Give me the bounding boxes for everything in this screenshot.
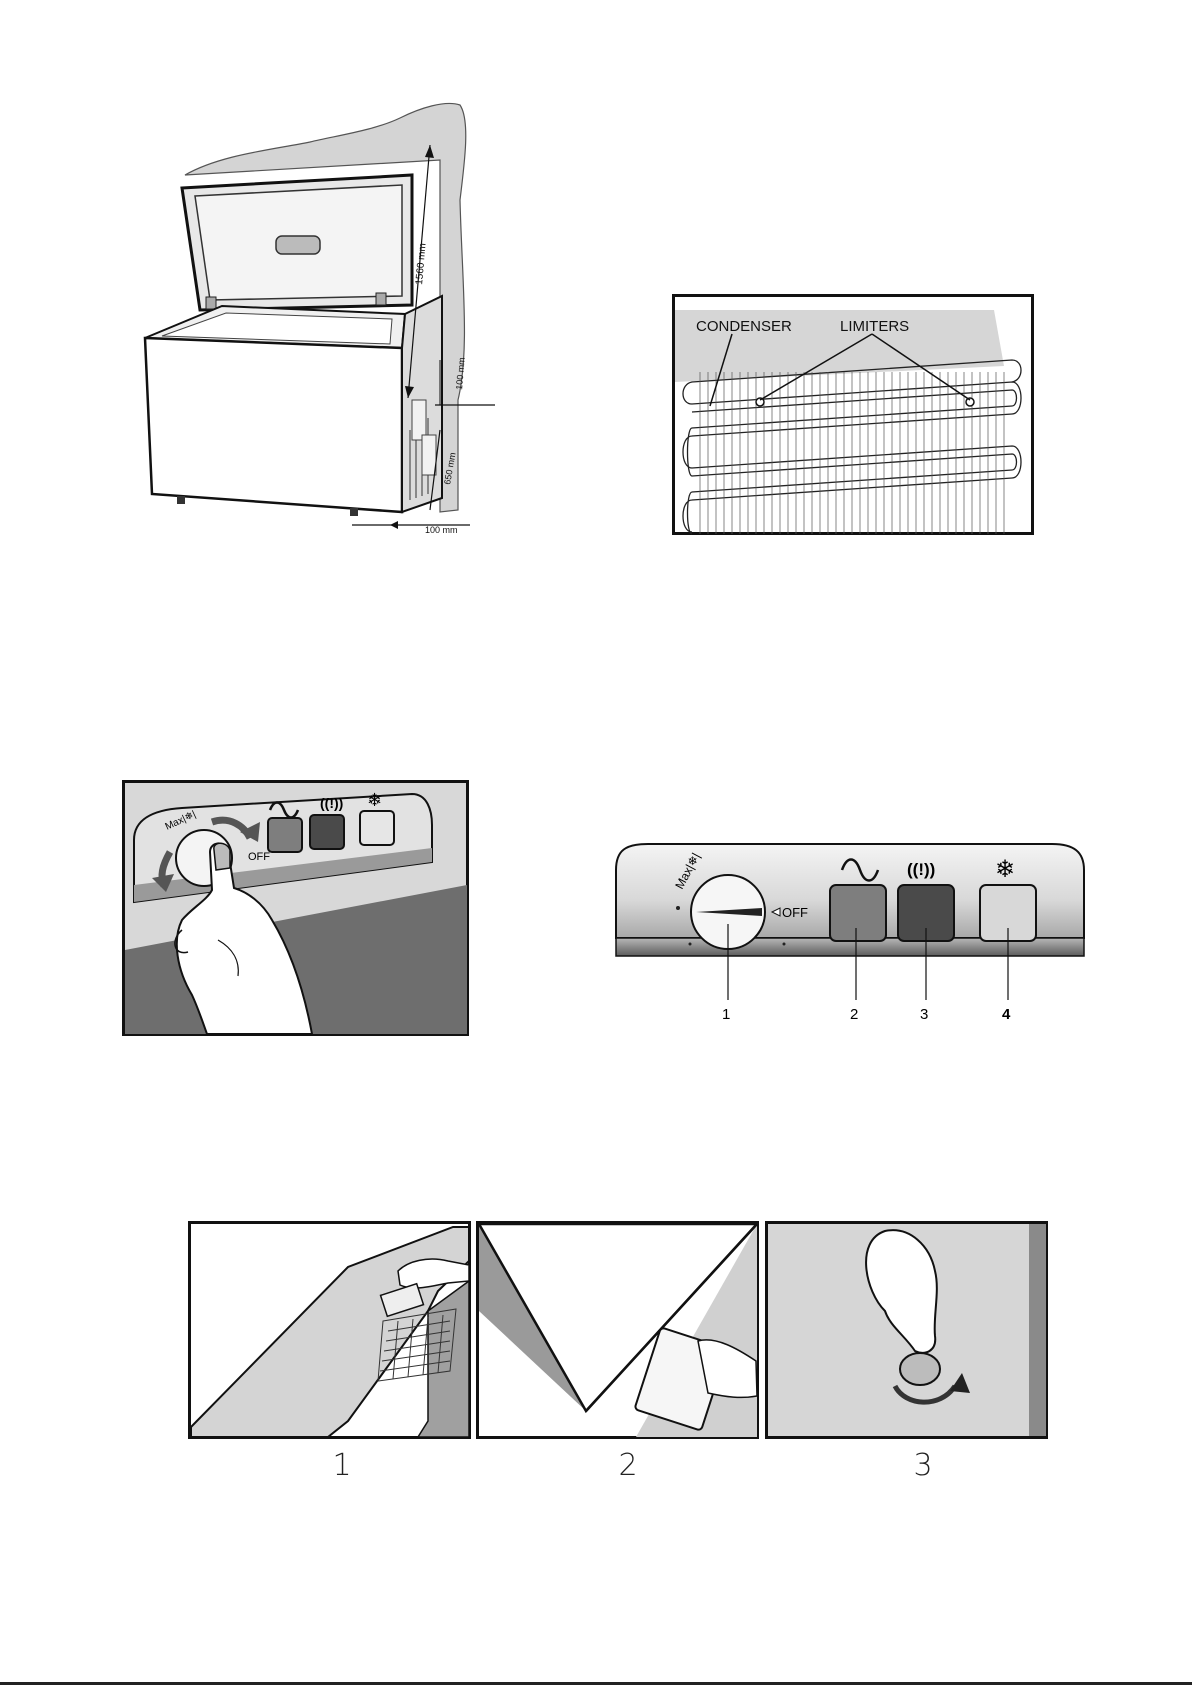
step-3-figure	[765, 1221, 1048, 1439]
snowflake-icon: ❄	[367, 790, 382, 810]
top-gap-label: 100 mm	[454, 357, 467, 390]
condenser-label: CONDENSER	[696, 318, 792, 335]
control-panel-figure: Max|❄| OFF ((!)) ❄ 1 2 3 4	[612, 840, 1088, 1026]
bottom-gap-label: 100 mm	[425, 525, 458, 535]
step-2-label: 2	[608, 1448, 648, 1483]
step-2-figure	[476, 1221, 759, 1439]
height-dimension-label: 1560 mm	[414, 243, 429, 285]
limiters-label: LIMITERS	[840, 318, 909, 335]
callout-4: 4	[1002, 1006, 1011, 1023]
alarm-icon: ((!))	[907, 860, 935, 879]
callout-2: 2	[850, 1006, 858, 1023]
power-lamp-large	[830, 885, 886, 941]
condenser-figure: CONDENSER LIMITERS	[672, 294, 1034, 535]
installation-figure: 1560 mm 100 mm 650 mm 100 mm	[140, 100, 500, 545]
knob-off-label-large: OFF	[782, 905, 808, 920]
step-1-label: 1	[322, 1448, 362, 1483]
callout-1: 1	[722, 1006, 730, 1023]
step-1-figure	[188, 1221, 471, 1439]
alarm-lamp	[310, 815, 344, 849]
power-lamp	[268, 818, 302, 852]
step-3-label: 3	[903, 1448, 943, 1483]
knob-off-label: OFF	[248, 851, 270, 863]
knob-adjust-figure: ((!)) ❄ Max|❄| OFF	[122, 780, 469, 1036]
fast-freeze-lamp	[360, 811, 394, 845]
callout-3: 3	[920, 1006, 928, 1023]
snowflake-icon: ❄	[995, 856, 1015, 883]
alarm-icon: ((!))	[320, 795, 343, 811]
